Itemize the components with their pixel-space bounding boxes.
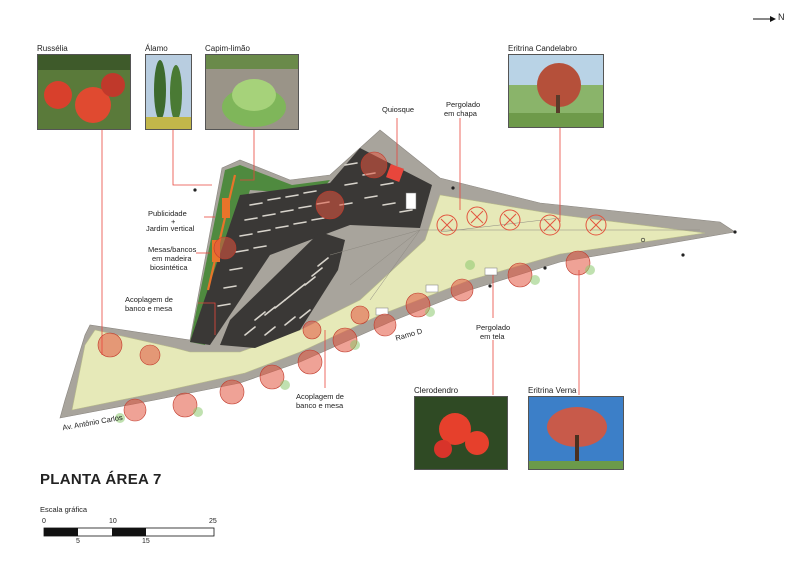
lawn-area xyxy=(71,194,706,411)
scale-bar xyxy=(43,527,215,537)
photo-capim xyxy=(205,54,299,130)
tree-canopies xyxy=(97,151,591,422)
label-quiosque: Quiosque xyxy=(382,105,415,114)
scale-caption: Escala gráfica xyxy=(40,505,88,514)
deck-secondary xyxy=(220,232,345,348)
pergola-tela xyxy=(484,267,498,276)
label-acoplagem-1-line2: banco e mesa xyxy=(125,304,173,313)
markers xyxy=(193,186,737,288)
photo-caption-capim: Capim-limão xyxy=(205,44,250,53)
label-publicidade-3: Jardim vertical xyxy=(146,224,195,233)
photo-russelia xyxy=(37,54,131,130)
scale-tick-25: 25 xyxy=(209,518,217,525)
kiosk-base xyxy=(405,192,417,210)
foliage-edges xyxy=(115,260,595,423)
wall-panel xyxy=(222,198,230,218)
label-mesas-3: biosintética xyxy=(150,263,188,272)
label-mesas-1: Mesas/bancos xyxy=(148,245,197,254)
paving-joints xyxy=(329,217,700,301)
photo-caption-eritrina-verna: Eritrina Verna xyxy=(528,386,577,395)
page-title: PLANTA ÁREA 7 xyxy=(40,471,162,488)
pergola-chapa xyxy=(436,206,607,236)
label-mesas-2: em madeira xyxy=(152,254,192,263)
pergola-tela xyxy=(425,284,439,293)
label-pergolado-chapa-1: Pergolado xyxy=(446,100,481,109)
scale-tick-0: 0 xyxy=(42,518,46,525)
label-publicidade-1: Publicidade xyxy=(148,209,187,218)
label-acoplagem-2-line1: Acoplagem de xyxy=(296,392,344,401)
photo-alamo xyxy=(145,54,192,130)
photo-caption-alamo: Álamo xyxy=(145,44,168,53)
label-pergolado-tela-1: Pergolado xyxy=(476,323,511,332)
photo-eritrina-candelabro xyxy=(508,54,604,128)
north-arrow-head xyxy=(770,16,776,22)
photo-caption-clerodendro: Clerodendro xyxy=(414,386,459,395)
scale-tick-5: 5 xyxy=(76,538,80,545)
bench-pattern xyxy=(217,162,413,336)
leader-lines xyxy=(101,118,580,395)
photo-caption-eritrina-candelabro: Eritrina Candelabro xyxy=(508,44,577,53)
photo-clerodendro xyxy=(414,396,508,470)
scale-tick-15: 15 xyxy=(142,538,150,545)
label-acoplagem-2-line2: banco e mesa xyxy=(296,401,344,410)
label-publicidade-2: + xyxy=(171,217,176,226)
north-label: N xyxy=(778,12,785,22)
label-pergolado-tela-2: em tela xyxy=(480,332,505,341)
publicity-wall xyxy=(206,174,237,291)
label-pergolado-chapa-2: em chapa xyxy=(444,109,477,118)
label-acoplagem-1-line1: Acoplagem de xyxy=(125,295,173,304)
scale-tick-10: 10 xyxy=(109,518,117,525)
photo-eritrina-verna xyxy=(528,396,624,470)
photo-caption-russelia: Russélia xyxy=(37,44,68,53)
kiosk xyxy=(386,164,404,182)
